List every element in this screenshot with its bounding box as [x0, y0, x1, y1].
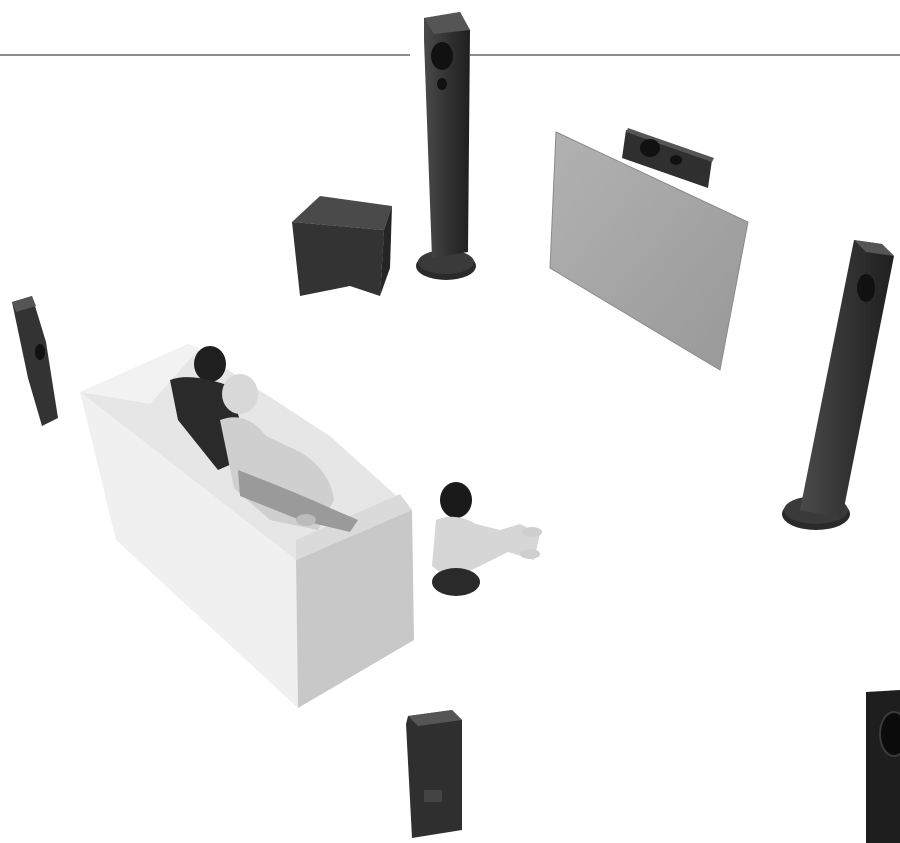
- child-on-floor-icon: [432, 482, 542, 596]
- projection-screen-icon: [550, 132, 748, 370]
- subwoofer-icon: [292, 196, 392, 296]
- front-left-tower-speaker-icon: [416, 12, 476, 280]
- surround-back-speaker-icon: [406, 710, 462, 838]
- surround-left-speaker-icon: [12, 296, 58, 426]
- front-right-tower-speaker-icon: [782, 240, 894, 530]
- surround-right-speaker-icon: [866, 690, 900, 843]
